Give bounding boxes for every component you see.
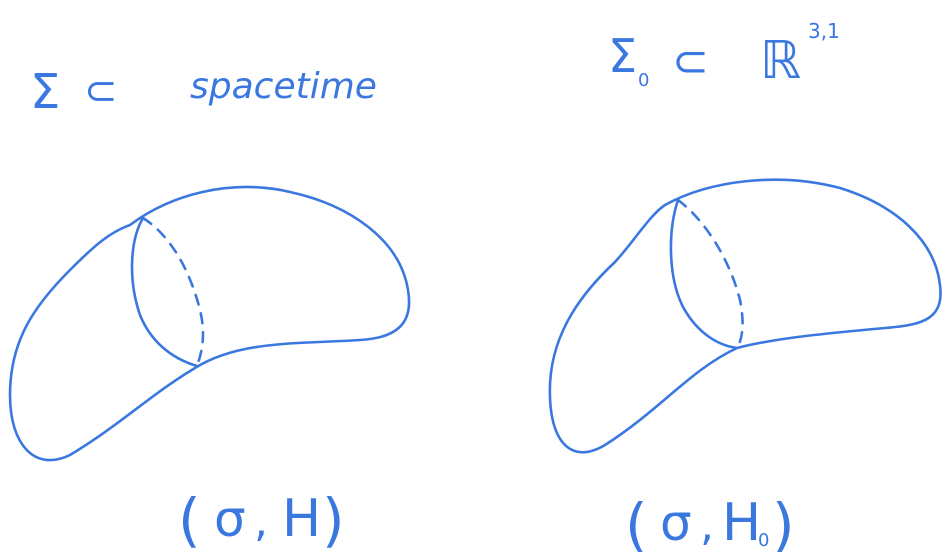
right-surface-outline — [548, 178, 942, 454]
right-reals-superscript: 3,1 — [808, 19, 840, 43]
left-cross-section-back — [141, 216, 205, 368]
right-subset-symbol: ⊂ — [672, 36, 709, 87]
left-pair-comma: , — [254, 496, 268, 547]
left-surface-drawing — [8, 185, 411, 462]
right-pair-H-subscript: 0 — [758, 530, 769, 551]
left-cross-section-front — [130, 216, 199, 368]
left-pair-H: H — [282, 489, 321, 549]
right-pair-label: ( σ , H 0 ) — [625, 491, 795, 552]
left-pair-sigma: σ — [214, 490, 246, 548]
left-pair-label: ( σ , H ) — [178, 486, 345, 552]
left-pair-open-paren: ( — [178, 486, 201, 552]
left-sigma-symbol: Σ — [30, 64, 60, 120]
right-cross-section-front — [669, 198, 739, 350]
right-sigma-symbol: Σ — [608, 29, 637, 83]
right-pair-close-paren: ) — [772, 491, 795, 552]
right-reals-symbol: ℝ — [760, 31, 801, 91]
left-surface-outline — [8, 185, 411, 462]
left-spacetime-label: spacetime — [190, 66, 377, 107]
right-pair-sigma: σ — [660, 494, 692, 552]
right-header-label: Σ 0 ⊂ ℝ 3,1 — [608, 19, 840, 91]
right-cross-section-back — [676, 198, 744, 350]
right-sigma-subscript: 0 — [638, 70, 649, 91]
right-pair-open-paren: ( — [625, 491, 648, 552]
left-subset-symbol: ⊂ — [84, 68, 118, 114]
left-pair-close-paren: ) — [322, 486, 345, 552]
right-pair-H: H — [722, 493, 761, 552]
right-surface-drawing — [548, 178, 942, 454]
left-header-label: Σ ⊂ spacetime — [30, 64, 377, 120]
right-pair-comma: , — [700, 500, 714, 551]
